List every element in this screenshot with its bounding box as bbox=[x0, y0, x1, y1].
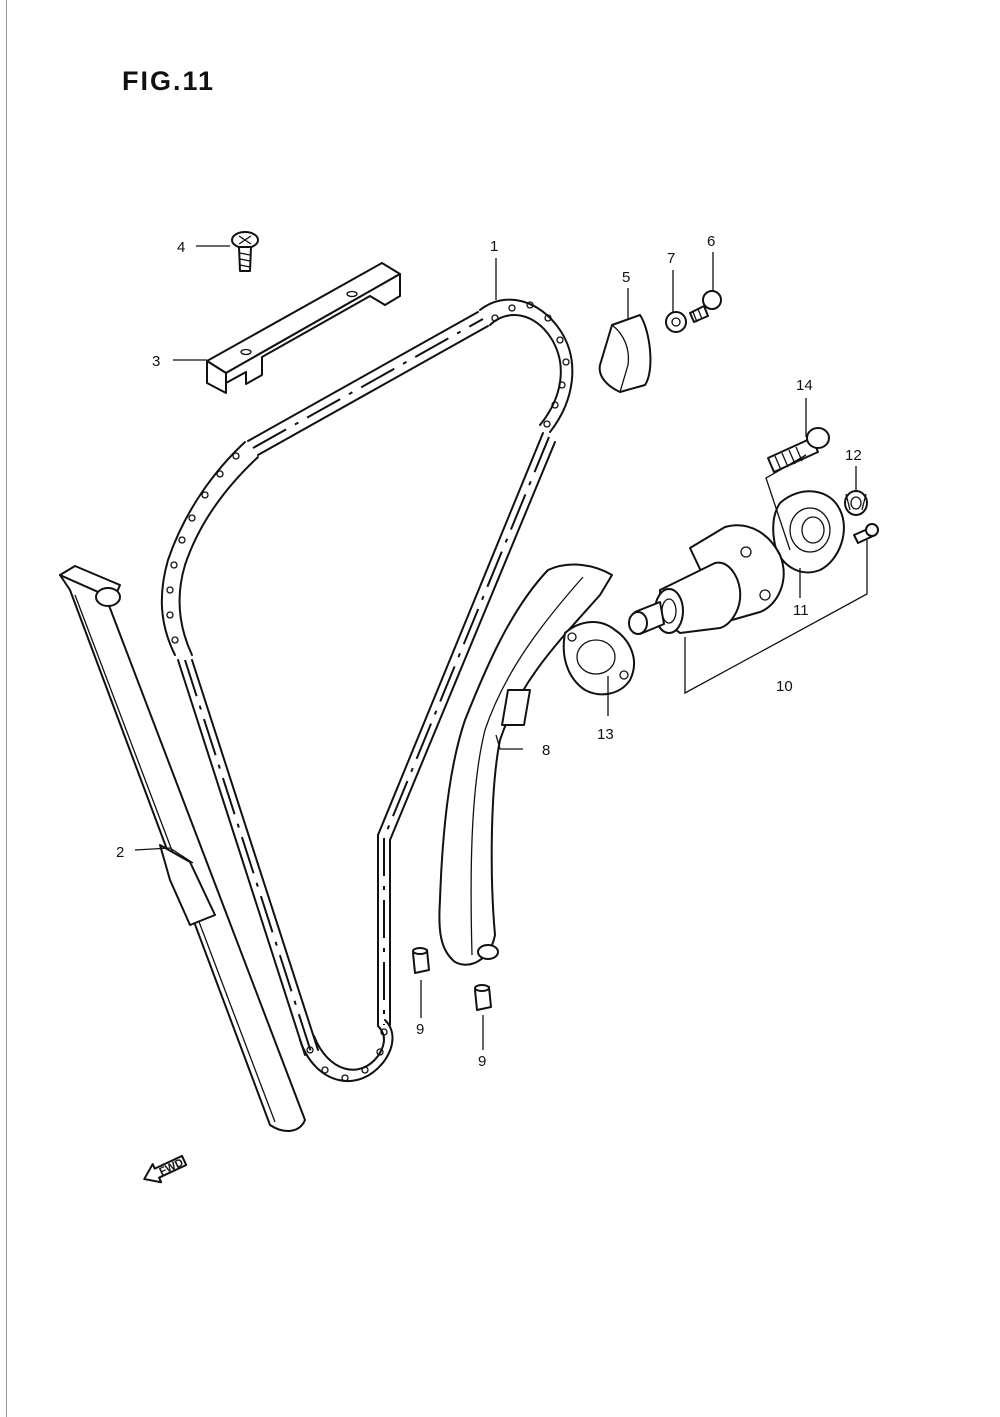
callout-9-a: 9 bbox=[416, 1021, 424, 1038]
tensioner-gasket-part bbox=[772, 490, 845, 574]
chain-pin bbox=[508, 304, 516, 312]
chain-pin bbox=[166, 611, 174, 619]
chain-pin bbox=[171, 636, 179, 644]
callout-2: 2 bbox=[116, 844, 124, 861]
callout-11: 11 bbox=[793, 602, 809, 619]
chain-pin bbox=[341, 1074, 349, 1082]
callout-8: 8 bbox=[542, 742, 550, 759]
chain-pin bbox=[376, 1048, 384, 1056]
bolt-part bbox=[689, 290, 722, 323]
chain-pin bbox=[306, 1046, 314, 1054]
chain-pin bbox=[380, 1028, 388, 1036]
chain-pin bbox=[556, 336, 564, 344]
chain-pin bbox=[361, 1066, 369, 1074]
forward-label: FWD bbox=[158, 1157, 186, 1178]
chain-pin bbox=[558, 381, 566, 389]
callout-labels: 1 2 3 4 5 6 7 8 9 9 10 11 12 13 14 bbox=[116, 233, 862, 1070]
chain-tensioner-assembly-part bbox=[628, 524, 785, 635]
callout-7: 7 bbox=[667, 250, 675, 267]
leader-lines bbox=[134, 245, 868, 1050]
callout-10: 10 bbox=[776, 678, 793, 695]
chain-pin bbox=[201, 491, 209, 499]
screw-part bbox=[231, 231, 259, 272]
chain-pin bbox=[166, 586, 174, 594]
chain-pin bbox=[544, 314, 552, 322]
callout-6: 6 bbox=[707, 233, 715, 250]
callout-5: 5 bbox=[622, 269, 630, 286]
chain-pin bbox=[321, 1066, 329, 1074]
callout-14: 14 bbox=[796, 377, 813, 394]
forward-arrow-icon: FWD bbox=[143, 1154, 188, 1184]
callout-9-b: 9 bbox=[478, 1053, 486, 1070]
damper-block-part bbox=[598, 314, 652, 393]
chain-pin bbox=[188, 514, 196, 522]
cam-chain-part bbox=[160, 298, 574, 1083]
washer-part bbox=[665, 311, 687, 333]
scan-edge-line bbox=[6, 0, 7, 1417]
chain-guide-block-part bbox=[206, 262, 401, 394]
chain-pin bbox=[178, 536, 186, 544]
dowel-pin-part-b bbox=[474, 984, 492, 1011]
callout-4: 4 bbox=[177, 239, 185, 256]
callout-1: 1 bbox=[490, 238, 498, 255]
chain-pin bbox=[551, 401, 559, 409]
gasket-part bbox=[562, 621, 635, 696]
chain-pin bbox=[491, 314, 499, 322]
dowel-pin-part-a bbox=[412, 947, 430, 974]
callout-13: 13 bbox=[597, 726, 614, 743]
cap-bolt-part bbox=[844, 490, 868, 516]
callout-3: 3 bbox=[152, 353, 160, 370]
tensioner-bolt-part bbox=[767, 427, 830, 473]
small-bolt-part bbox=[853, 523, 879, 544]
chain-pin bbox=[562, 358, 570, 366]
chain-pin bbox=[232, 452, 240, 460]
figure-title: FIG.11 bbox=[122, 66, 216, 96]
chain-pin bbox=[170, 561, 178, 569]
chain-guide-long-part bbox=[59, 565, 306, 1132]
chain-pin bbox=[216, 470, 224, 478]
chain-pin bbox=[543, 420, 551, 428]
callout-12: 12 bbox=[845, 447, 862, 464]
chain-pin bbox=[526, 301, 534, 309]
